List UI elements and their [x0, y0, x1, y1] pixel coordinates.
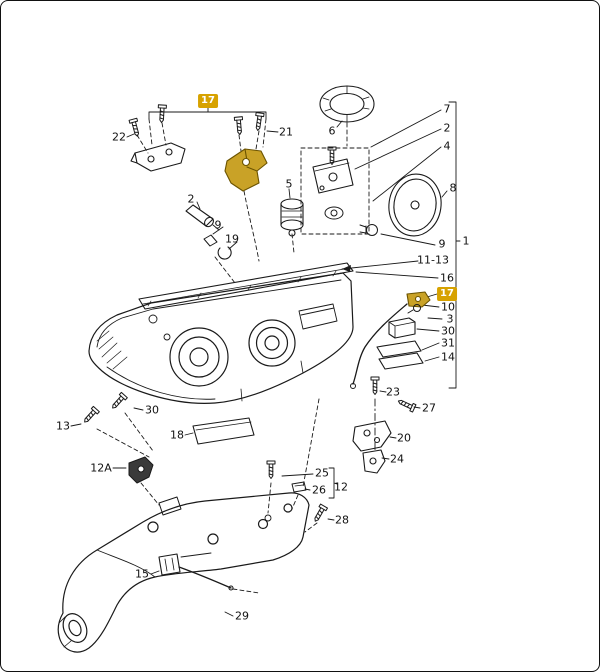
part-label-26[interactable]: 26: [312, 483, 326, 497]
leader-lines: [70, 101, 461, 617]
mounting-bracket-29: [57, 492, 310, 653]
part-label-17-right[interactable]: 17: [437, 287, 457, 301]
housing-connector-detail: [298, 303, 338, 330]
part-label-30-right[interactable]: 30: [441, 324, 455, 338]
part-label-11-13[interactable]: 11-13: [417, 253, 449, 267]
wiring-harness-15: [158, 553, 234, 591]
retaining-ring-19: [217, 246, 232, 260]
part-label-13[interactable]: 13: [56, 419, 70, 433]
cover-disc-8: [388, 173, 442, 237]
part-label-7[interactable]: 7: [443, 102, 451, 116]
part-label-1[interactable]: 1: [462, 234, 470, 248]
part-label-28[interactable]: 28: [335, 513, 349, 527]
pad-14: [378, 352, 424, 370]
part-label-23[interactable]: 23: [386, 385, 400, 399]
part-label-8[interactable]: 8: [449, 181, 457, 195]
clip-12a: [128, 456, 154, 484]
control-module-30: [388, 317, 416, 339]
bulb-holder-5: [280, 198, 304, 237]
part-label-25[interactable]: 25: [315, 466, 329, 480]
part-label-9-right[interactable]: 9: [438, 237, 446, 251]
adjuster-2: [185, 204, 220, 231]
part-label-20[interactable]: 20: [397, 431, 411, 445]
part-label-9-left[interactable]: 9: [214, 218, 222, 232]
bulb-10: [407, 304, 421, 314]
gasket-31: [376, 340, 422, 358]
bulb-4: [324, 206, 344, 220]
part-label-27[interactable]: 27: [422, 401, 436, 415]
headlight-housing: [88, 272, 354, 404]
clip-26: [291, 481, 307, 493]
pin-9: [203, 234, 218, 247]
part-label-21[interactable]: 21: [279, 125, 293, 139]
part-label-22[interactable]: 22: [112, 130, 126, 144]
part-label-14[interactable]: 14: [441, 350, 455, 364]
part-label-17-top[interactable]: 17: [198, 94, 218, 108]
part-label-29[interactable]: 29: [235, 609, 249, 623]
part-label-30-left[interactable]: 30: [145, 403, 159, 417]
part-label-15[interactable]: 15: [135, 567, 149, 581]
projector-lens-right: [248, 319, 296, 367]
module-group-box: [300, 147, 370, 235]
part-label-3[interactable]: 3: [446, 312, 454, 326]
led-module: [312, 158, 354, 194]
bulb-9: [359, 224, 378, 236]
part-label-31[interactable]: 31: [441, 336, 455, 350]
part-label-6[interactable]: 6: [328, 124, 336, 138]
part-label-2-right[interactable]: 2: [443, 121, 451, 135]
bracket-17: [224, 148, 268, 192]
bracket-20: [352, 420, 392, 452]
housing-hatch: [96, 330, 128, 370]
part-label-10[interactable]: 10: [441, 300, 455, 314]
part-label-19[interactable]: 19: [225, 232, 239, 246]
cover-cap-6: [319, 85, 375, 123]
part-label-18[interactable]: 18: [170, 428, 184, 442]
projector-lens-left: [169, 327, 229, 387]
part-label-12[interactable]: 12: [334, 480, 348, 494]
part-label-12A[interactable]: 12A: [90, 461, 112, 475]
part-label-4[interactable]: 4: [443, 139, 451, 153]
bracket-22: [130, 142, 186, 172]
part-label-5[interactable]: 5: [285, 177, 293, 191]
plate-18: [192, 417, 255, 445]
sensor-24: [362, 449, 386, 474]
socket-bracket-17: [406, 291, 431, 308]
part-label-16[interactable]: 16: [440, 271, 454, 285]
part-label-2-left[interactable]: 2: [187, 192, 195, 206]
cable-3: [350, 303, 408, 389]
part-label-24[interactable]: 24: [390, 452, 404, 466]
